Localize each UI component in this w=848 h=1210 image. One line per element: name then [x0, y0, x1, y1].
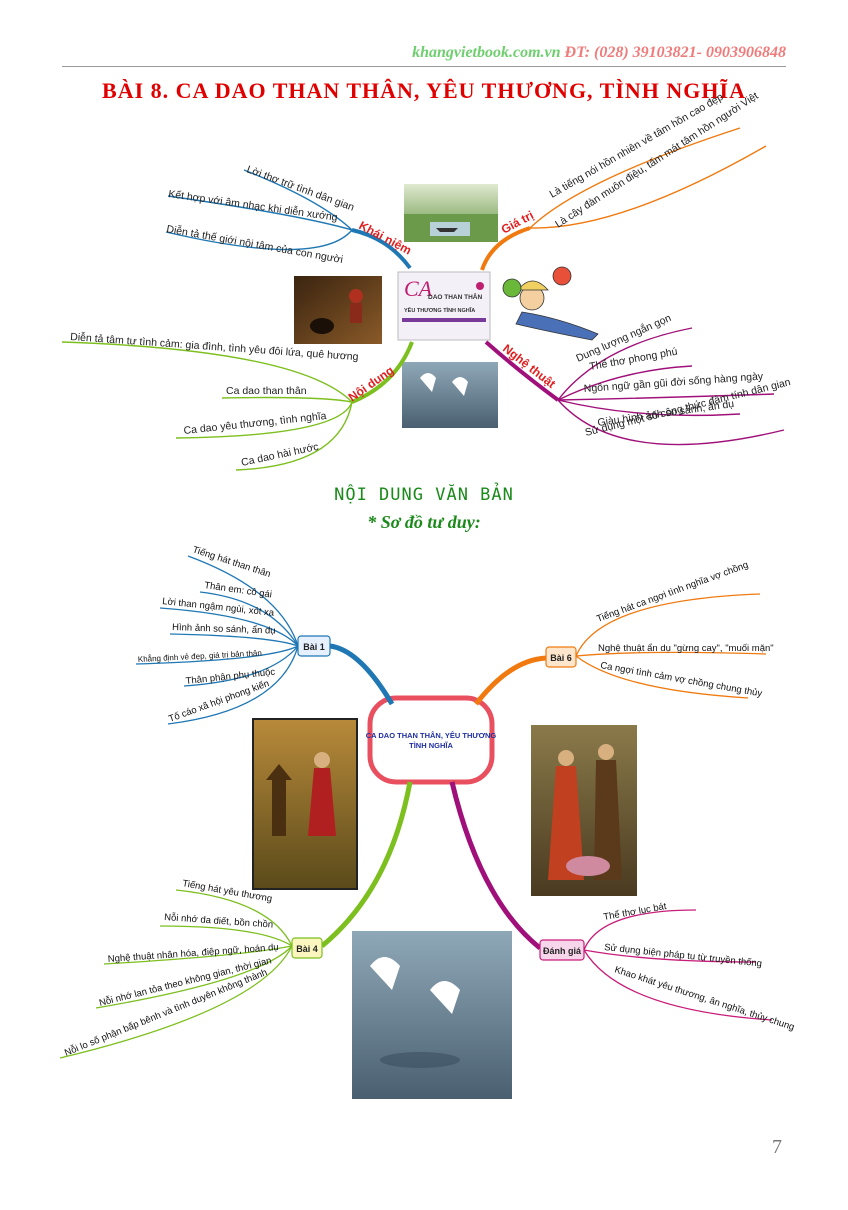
map1-center-line3: YÊU THƯƠNG TÌNH NGHĨA [404, 306, 475, 314]
page-header: khangvietbook.com.vn ĐT: (028) 39103821-… [412, 44, 786, 62]
map1-branch-nghe-thuat: Nghệ thuật Dung lượng ngắn gọn Thể thơ p… [484, 311, 792, 446]
map2-branch-bai6: Bài 6 Tiếng hát ca ngợi tình nghĩa vợ ch… [545, 560, 774, 699]
map2-bai1-item: Tố cáo xã hội phong kiến [167, 678, 271, 725]
map1-noi-dung-label: Nội dung [346, 363, 397, 404]
map2-branch-bai1: Bài 1 Tiếng hát than thân Thân em: cô gá… [135, 544, 331, 725]
map2-trunk-danh-gia [449, 781, 542, 950]
map2-trunk-bai6 [474, 655, 547, 706]
map2-danh-gia-item: Thể thơ lục bát [603, 901, 668, 923]
map1-noi-dung-item: Ca dao than thân [226, 385, 307, 397]
map2-branch-danh-gia: Đánh giá Thể thơ lục bát Sử dụng biện ph… [539, 901, 796, 1033]
map1-photo-herons [402, 362, 498, 428]
map2-danh-gia-label: Đánh giá [543, 946, 582, 956]
map1-illustration-girl [502, 266, 599, 341]
map1-khai-niem-item: Diễn tả thế giới nội tâm của con người [165, 222, 344, 266]
map2-center-line1: CA DAO THAN THÂN, YÊU THƯƠNG [366, 731, 497, 740]
map2-bai6-item: Ca ngợi tình cảm vợ chồng chung thủy [599, 660, 763, 699]
page-number: 7 [772, 1136, 782, 1158]
map2-bai6-item: Tiếng hát ca ngợi tình nghĩa vợ chồng [595, 560, 750, 625]
header-phone: ĐT: (028) 39103821- 0903906848 [564, 44, 786, 61]
map2-bai6-item: Nghệ thuật ẩn dụ "gừng cay", "muối mặn" [598, 643, 774, 654]
map1-center-ca: CA [404, 276, 433, 301]
map1-noi-dung-item: Ca dao yêu thương, tình nghĩa [183, 410, 327, 437]
map2-photo-couple [531, 725, 637, 896]
map1-branch-noi-dung: Nội dung Diễn tả tâm tư tình cảm: gia đì… [61, 330, 414, 471]
map2-center-node: CA DAO THAN THÂN, YÊU THƯƠNG TÌNH NGHĨA [366, 695, 497, 785]
map2-danh-gia-item: Khao khát yêu thương, ân nghĩa, thủy chu… [613, 964, 796, 1033]
lesson-title: BÀI 8. CA DAO THAN THÂN, YÊU THƯƠNG, TÌN… [102, 78, 746, 103]
map1-nghe-thuat-label: Nghệ thuật [500, 341, 558, 391]
map1-gia-tri-item: Là tiếng nói hồn nhiên về tâm hồn cao đẹ… [548, 91, 726, 201]
map1-gia-tri-item: Là cây đàn muôn điệu, tấm mát tâm hồn ng… [553, 90, 761, 231]
map1-center-line2: DAO THAN THÂN [428, 292, 482, 301]
header-divider [62, 66, 786, 67]
map1-photo-river [404, 184, 498, 242]
map2-bai4-label: Bài 4 [296, 944, 318, 954]
section-heading: NỘI DUNG VĂN BẢN [334, 485, 514, 505]
section-subheading: * Sơ đồ tư duy: [367, 512, 481, 532]
map1-branch-khai-niem: Khái niệm Lời thơ trữ tình dân gian Kết … [165, 164, 414, 270]
map1-center-book: CA DAO THAN THÂN YÊU THƯƠNG TÌNH NGHĨA [397, 271, 491, 341]
map2-center-line2: TÌNH NGHĨA [409, 741, 453, 750]
map2-bai1-item: Thân em: cô gái [204, 580, 273, 600]
map2-bai1-item: Hình ảnh so sánh, ẩn dụ [172, 622, 276, 637]
map1-photo-woman [294, 276, 382, 344]
map2-trunk-bai4 [320, 781, 413, 948]
map2-photo-woman-pagoda [252, 718, 358, 890]
map2-trunk-bai1 [329, 643, 395, 706]
map2-branch-bai4: Bài 4 Tiếng hát yêu thương Nỗi nhớ da di… [59, 878, 323, 1059]
map1-branch-gia-tri: Giá trị Là tiếng nói hồn nhiên về tâm hồ… [480, 90, 767, 271]
map2-photo-herons [352, 931, 512, 1099]
map2-bai1-label: Bài 1 [303, 642, 325, 652]
map2-bai6-label: Bài 6 [550, 653, 572, 663]
header-site: khangvietbook.com.vn [412, 44, 561, 61]
